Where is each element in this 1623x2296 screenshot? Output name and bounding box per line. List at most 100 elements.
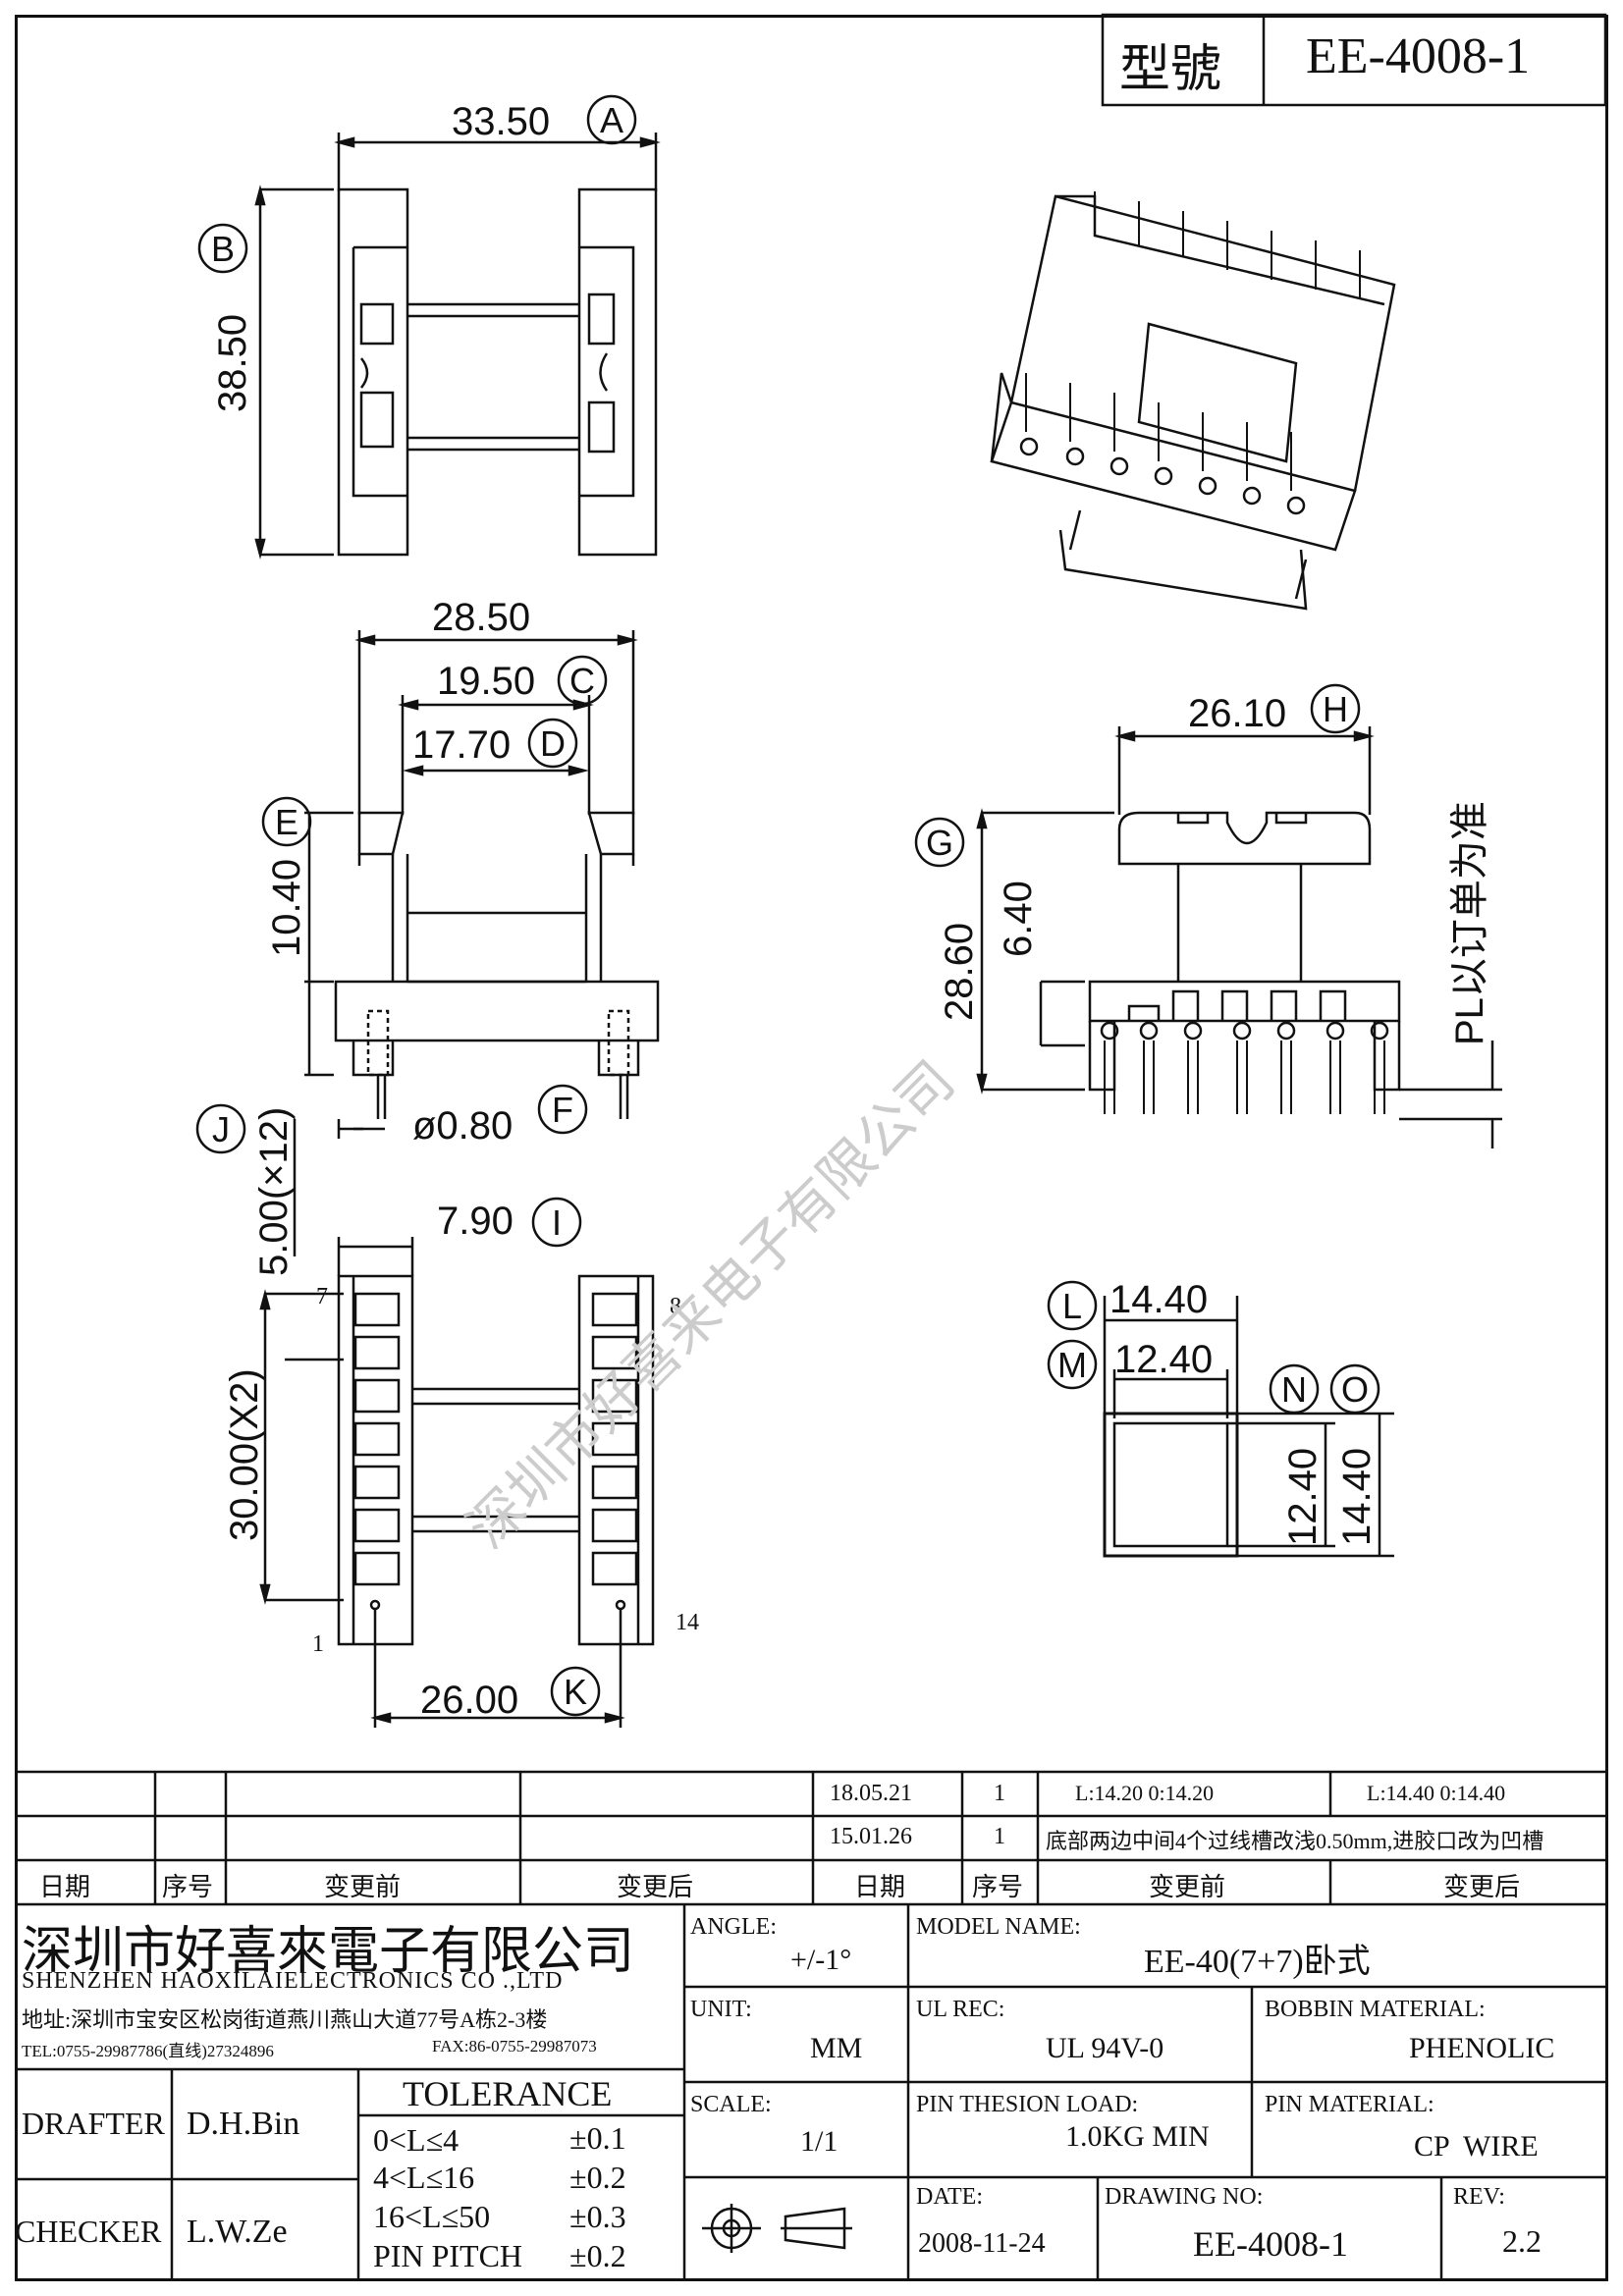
pin-pads-left — [353, 1292, 401, 1586]
dim-m: 12.40 — [1114, 1338, 1213, 1381]
pin-material-label: PIN MATERIAL: — [1265, 2092, 1434, 2117]
letter-m: M — [1057, 1345, 1087, 1385]
pin-numbers: 7 8 1 14 — [312, 1284, 699, 1657]
hdr-date-1: 日期 — [39, 1873, 91, 1901]
dim-l: 14.40 — [1109, 1278, 1208, 1321]
unit-label: UNIT: — [690, 1997, 752, 2022]
unit-value: MM — [810, 2032, 863, 2064]
letter-i: I — [552, 1202, 562, 1243]
pl-note: PL以订单为准 — [1448, 801, 1491, 1045]
hdr-date-2: 日期 — [854, 1873, 906, 1901]
dimension-markers — [195, 94, 1380, 1717]
company-name-en: SHENZHEN HAOXILAIELECTRONICS CO .,LTD — [22, 1968, 564, 1994]
rev-value: 2.2 — [1502, 2223, 1542, 2259]
company-address: 地址:深圳市宝安区松岗街道燕川燕山大道77号A栋2-3楼 — [22, 2007, 548, 2032]
letter-l: L — [1062, 1286, 1082, 1326]
watermark: 深圳市好喜来电子有限公司 — [456, 1049, 967, 1561]
letter-e: E — [275, 802, 298, 842]
side-view — [976, 726, 1502, 1148]
drawing-frame — [15, 15, 1608, 2281]
header-box — [1101, 13, 1607, 107]
letter-f: F — [552, 1090, 573, 1130]
pin-material-value: CP WIRE — [1414, 2130, 1539, 2163]
dim-e: 10.40 — [265, 859, 308, 957]
rev2-seq: 1 — [994, 1824, 1005, 1849]
hdr-before-1: 变更前 — [324, 1873, 402, 1901]
dim-a: 33.50 — [452, 100, 550, 143]
model-name-value: EE-40(7+7)卧式 — [1144, 1944, 1371, 1980]
rev1-before: L:14.20 0:14.20 — [1075, 1781, 1215, 1805]
dim-b: 38.50 — [211, 314, 254, 412]
pin-8: 8 — [670, 1294, 681, 1319]
window-section — [1103, 1296, 1394, 1558]
dim-c: 19.50 — [437, 660, 535, 703]
letter-a: A — [600, 100, 623, 140]
dim-i: 7.90 — [437, 1200, 514, 1243]
tolerance-value-2: ±0.3 — [569, 2199, 626, 2234]
rev1-after: L:14.40 0:14.40 — [1367, 1781, 1506, 1805]
front-view — [304, 630, 660, 1139]
rev1-seq: 1 — [994, 1781, 1005, 1806]
dim-h: 26.10 — [1188, 692, 1286, 735]
hdr-before-2: 变更前 — [1149, 1873, 1226, 1901]
title-block-lines — [15, 1770, 1608, 2281]
letter-g: G — [926, 823, 953, 863]
letter-j: J — [212, 1109, 230, 1149]
hdr-seq-1: 序号 — [162, 1873, 214, 1901]
company-fax: FAX:86-0755-29987073 — [432, 2037, 597, 2056]
top-view — [254, 133, 661, 560]
drafter-label: DRAFTER — [22, 2106, 165, 2141]
ul-value: UL 94V-0 — [1046, 2032, 1164, 2064]
date-label: DATE: — [916, 2184, 983, 2210]
rev2-before: 底部两边中间4个过线槽改浅0.50mm,进胶口改为凹槽 — [1046, 1829, 1544, 1853]
checker-label: CHECKER — [15, 2214, 162, 2249]
letter-c: C — [569, 661, 595, 701]
dim-28-50: 28.50 — [432, 596, 530, 639]
tolerance-value-3: ±0.2 — [569, 2238, 626, 2273]
isometric-view — [990, 191, 1396, 611]
rev-label: REV: — [1453, 2184, 1505, 2210]
dim-pin-span: 30.00(X2) — [223, 1368, 266, 1541]
rev2-date: 15.01.26 — [830, 1824, 912, 1849]
company-name-cn: 深圳市好喜來電子有限公司 — [22, 1924, 635, 1980]
pin-7: 7 — [316, 1284, 328, 1309]
tolerance-value-0: ±0.1 — [569, 2120, 626, 2156]
ul-label: UL REC: — [916, 1997, 1005, 2022]
model-value: EE-4008-1 — [1306, 28, 1531, 84]
letter-k: K — [564, 1672, 587, 1712]
hdr-after-2: 变更后 — [1443, 1873, 1521, 1901]
bottom-view — [259, 1119, 655, 1728]
model-label: 型號 — [1119, 42, 1222, 98]
tolerance-range-2: 16<L≤50 — [373, 2199, 491, 2234]
projection-symbol-icon — [702, 2204, 852, 2253]
scale-value: 1/1 — [800, 2125, 839, 2158]
tolerance-range-0: 0<L≤4 — [373, 2122, 460, 2158]
dimension-values: 33.50 38.50 28.50 19.50 17.70 10.40 ø0.8… — [211, 100, 1491, 1722]
drawing-value: EE-4008-1 — [1193, 2224, 1348, 2264]
drawing-label: DRAWING NO: — [1105, 2184, 1264, 2210]
bobbin-value: PHENOLIC — [1409, 2032, 1555, 2064]
dim-o: 14.40 — [1335, 1448, 1379, 1546]
dimension-letters: A B C D E F G H I J K L M N O — [211, 100, 1369, 1712]
letter-d: D — [540, 723, 566, 764]
pin-pads-right — [591, 1292, 638, 1586]
angle-value: +/-1° — [790, 1944, 852, 1976]
letter-o: O — [1341, 1369, 1369, 1410]
angle-label: ANGLE: — [690, 1914, 777, 1940]
pin-load-label: PIN THESION LOAD: — [916, 2092, 1139, 2117]
drafter-name: D.H.Bin — [187, 2106, 300, 2142]
date-value: 2008-11-24 — [918, 2228, 1046, 2259]
dim-d: 17.70 — [412, 723, 511, 767]
hdr-after-1: 变更后 — [617, 1873, 694, 1901]
letter-b: B — [211, 229, 235, 269]
dim-j: 5.00(×12) — [252, 1107, 296, 1276]
letter-h: H — [1323, 689, 1348, 729]
checker-name: L.W.Ze — [187, 2214, 288, 2250]
rev1-date: 18.05.21 — [830, 1781, 912, 1806]
dim-g2: 6.40 — [997, 881, 1040, 957]
tolerance-range-3: PIN PITCH — [373, 2238, 523, 2273]
dim-g: 28.60 — [938, 923, 981, 1021]
pin-load-value: 1.0KG MIN — [1065, 2120, 1210, 2153]
dim-k: 26.00 — [420, 1679, 518, 1722]
